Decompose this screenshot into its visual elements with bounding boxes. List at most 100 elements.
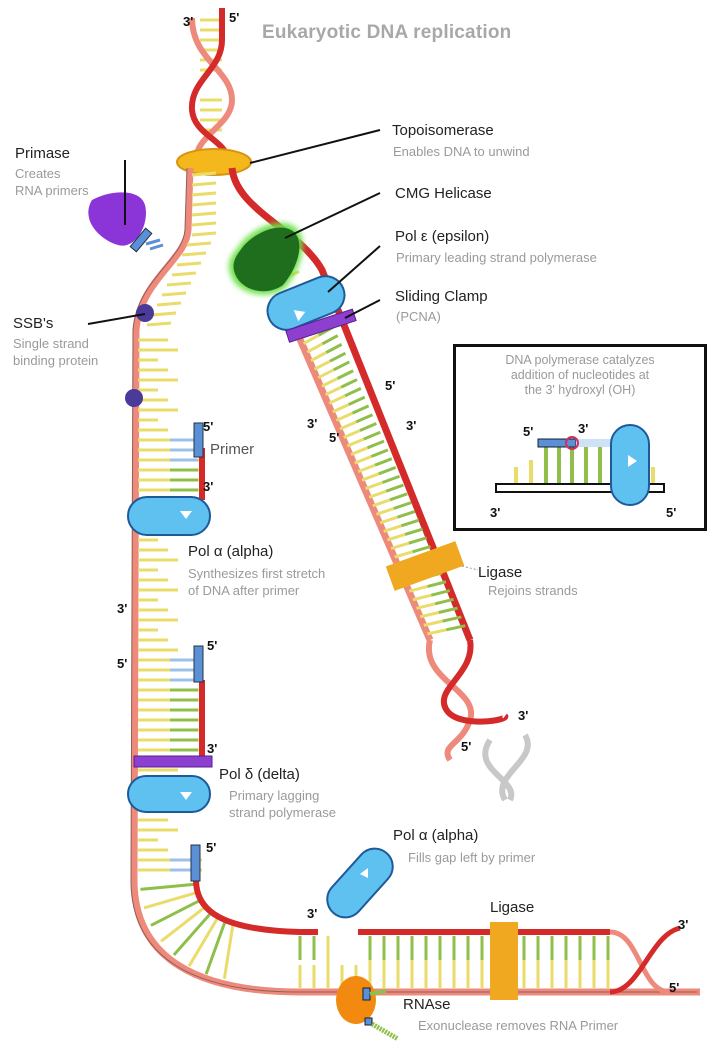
base-pair bbox=[151, 311, 177, 317]
ligase-lagging-label: Ligase bbox=[490, 899, 535, 916]
prime-label: 5' bbox=[207, 638, 218, 653]
pol-delta-label: Pol δ (delta) bbox=[219, 766, 300, 783]
inset-prime-label: 3' bbox=[490, 505, 501, 520]
pol-epsilon-description: Primary leading strand polymerase bbox=[396, 250, 597, 265]
inset-prime-label: 5' bbox=[666, 505, 677, 520]
pol-alpha-gap-label: Pol α (alpha) bbox=[393, 827, 479, 844]
ssb-description-line-1: Single strand bbox=[13, 336, 89, 351]
base-pair bbox=[355, 413, 374, 424]
base-pair bbox=[359, 422, 377, 432]
base-pair bbox=[161, 291, 187, 297]
base-pair bbox=[186, 241, 212, 247]
topoisomerase-pointer bbox=[249, 129, 381, 164]
lagging-end-helix-2 bbox=[609, 925, 681, 995]
sliding-clamp-leading bbox=[285, 308, 357, 343]
base-pair bbox=[191, 231, 217, 237]
ssb-protein-2 bbox=[125, 389, 143, 407]
rnase-description: Exonuclease removes RNA Primer bbox=[418, 1018, 619, 1033]
base-pair bbox=[340, 378, 358, 389]
base-pair bbox=[176, 261, 202, 267]
prime-label: 3' bbox=[678, 917, 689, 932]
base-pair bbox=[306, 342, 324, 354]
prime-label: 3' bbox=[117, 601, 128, 616]
base-pair bbox=[383, 524, 402, 533]
base-pair bbox=[321, 334, 339, 346]
prime-label: 5' bbox=[117, 656, 128, 671]
prime-label: 3' bbox=[307, 906, 318, 921]
base-pair bbox=[143, 891, 198, 910]
base-pair bbox=[329, 351, 347, 363]
helicase-pointer bbox=[284, 192, 381, 239]
ssb-label: SSB's bbox=[13, 315, 54, 332]
inset-primer bbox=[537, 438, 577, 448]
base-pair bbox=[434, 597, 454, 606]
rnase-label: RNAse bbox=[403, 996, 451, 1013]
inset-illustration bbox=[495, 424, 665, 506]
base-pair bbox=[191, 201, 217, 207]
base-pair bbox=[332, 403, 350, 414]
lagging-strand bbox=[130, 167, 700, 996]
pol-epsilon-pointer bbox=[327, 245, 381, 293]
okazaki-fragment-3 bbox=[193, 879, 318, 935]
parental-dna-helix bbox=[188, 8, 236, 161]
base-pair bbox=[336, 369, 354, 380]
sliding-clamp-label: Sliding Clamp bbox=[395, 288, 488, 305]
base-pair bbox=[204, 921, 227, 975]
base-pair bbox=[430, 589, 451, 597]
base-pair bbox=[416, 602, 436, 610]
base-pair bbox=[343, 429, 361, 439]
base-pair bbox=[372, 498, 391, 508]
inset-prime-label: 3' bbox=[578, 421, 589, 436]
rna-primer-1 bbox=[193, 422, 204, 458]
base-pair bbox=[379, 515, 399, 525]
base-pair bbox=[187, 917, 219, 967]
pol-alpha-label: Pol α (alpha) bbox=[188, 543, 274, 560]
lagging-base-pairs bbox=[138, 171, 610, 988]
leading-new-strand bbox=[292, 328, 434, 642]
base-pair bbox=[339, 420, 357, 431]
prime-label: 3' bbox=[406, 418, 417, 433]
ligase-leading-enzyme bbox=[385, 541, 465, 591]
base-pair bbox=[393, 501, 412, 510]
prime-label: 5' bbox=[206, 840, 217, 855]
ssb-protein-1 bbox=[136, 304, 154, 322]
prime-label: 3' bbox=[183, 14, 194, 29]
ssb-description-line-2: binding protein bbox=[13, 353, 99, 368]
base-pair bbox=[166, 281, 192, 287]
prime-label: 3' bbox=[207, 741, 218, 756]
base-pair bbox=[310, 351, 327, 362]
prime-label: 5' bbox=[669, 980, 680, 995]
prime-label: 5' bbox=[229, 10, 240, 25]
base-pair bbox=[350, 446, 369, 456]
polymerase-detail-inset: DNA polymerase catalyzes addition of nuc… bbox=[453, 344, 707, 531]
lagging-template-strand bbox=[130, 167, 700, 996]
base-pair bbox=[351, 404, 370, 415]
base-pair bbox=[191, 211, 217, 217]
primase-description-line-2: RNA primers bbox=[15, 183, 89, 198]
base-pair bbox=[302, 333, 320, 345]
sliding-clamp-lagging bbox=[133, 755, 213, 768]
topoisomerase-label: Topoisomerase bbox=[392, 122, 494, 139]
cmg-helicase-enzyme bbox=[233, 227, 300, 292]
pol-alpha-enzyme bbox=[127, 496, 211, 536]
prime-label: 5' bbox=[329, 430, 340, 445]
base-pair bbox=[181, 251, 207, 257]
leading-fading-helix bbox=[482, 733, 531, 802]
base-pair bbox=[419, 611, 440, 619]
pol-delta-description-line-1: Primary lagging bbox=[229, 788, 320, 803]
base-pair bbox=[191, 221, 217, 227]
prime-label: 5' bbox=[385, 378, 396, 393]
base-pair bbox=[394, 550, 413, 559]
leading-template-strand bbox=[228, 167, 474, 642]
base-pair bbox=[370, 448, 389, 458]
base-pair bbox=[390, 541, 410, 550]
base-pair bbox=[423, 619, 443, 627]
rna-primer-2 bbox=[193, 645, 204, 683]
base-pair bbox=[222, 924, 235, 980]
base-pair bbox=[397, 509, 416, 519]
base-pair bbox=[354, 455, 372, 465]
base-pair bbox=[346, 437, 365, 448]
prime-label: 3' bbox=[307, 416, 318, 431]
primase-enzyme bbox=[88, 192, 146, 246]
ssb-pointer bbox=[87, 313, 146, 325]
